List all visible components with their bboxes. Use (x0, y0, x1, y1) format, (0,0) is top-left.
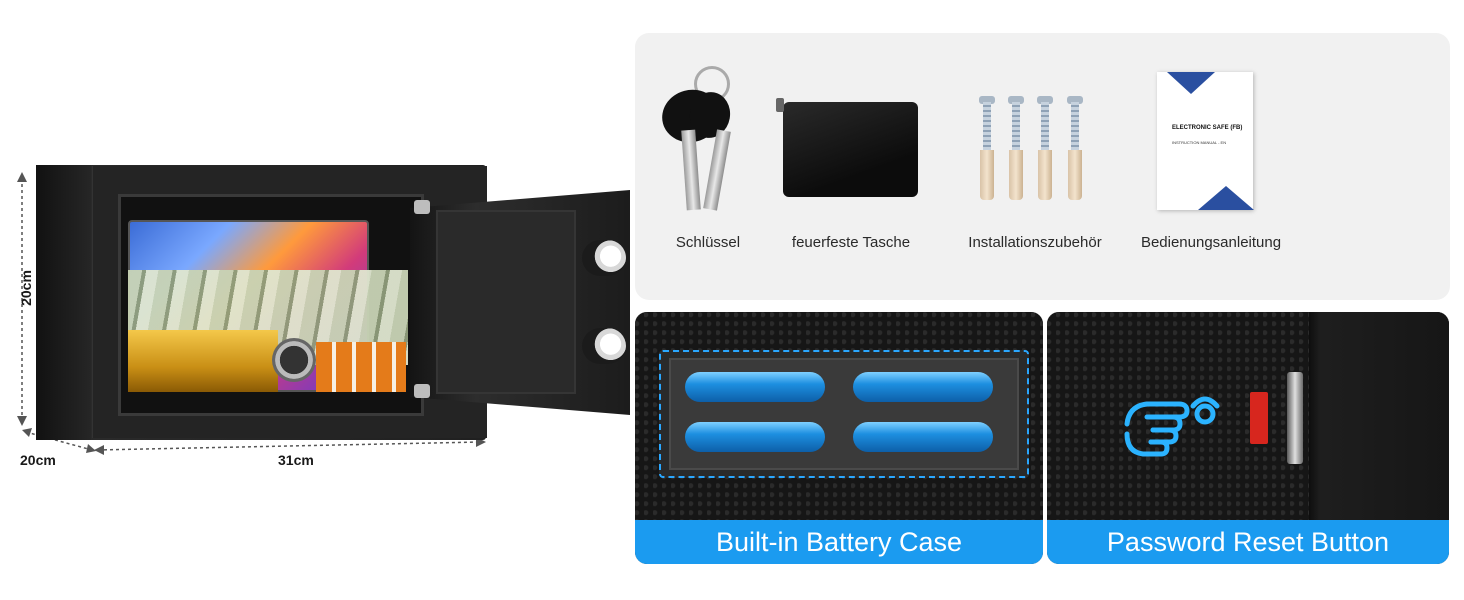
battery-tray (669, 358, 1019, 470)
battery-icon (685, 372, 825, 402)
password-reset-card: Password Reset Button (1047, 312, 1449, 564)
bolt-knob-bottom-icon (582, 328, 626, 364)
manual-cover-title: ELECTRONIC SAFE (FB) (1172, 125, 1243, 131)
battery-icon (853, 422, 993, 452)
safe-door-inner-panel (436, 210, 576, 394)
accessory-label-manual: Bedienungsanleitung (1140, 234, 1282, 251)
lock-bolt (1287, 372, 1303, 464)
password-reset-caption: Password Reset Button (1047, 520, 1449, 564)
gold-bars-image (128, 330, 278, 392)
door-hinge-top (414, 200, 430, 214)
battery-icon (853, 372, 993, 402)
dimension-arrows (17, 172, 486, 455)
bolt-knob-top-icon (582, 240, 626, 276)
safe-side-panel (36, 165, 91, 440)
width-dimension: 31cm (278, 452, 314, 468)
accessory-label-pouch: feuerfeste Tasche (791, 234, 911, 251)
battery-case-card: Built-in Battery Case (635, 312, 1043, 564)
medicine-bottles-image (316, 342, 406, 392)
height-dimension: 20cm (18, 270, 34, 306)
battery-icon (685, 422, 825, 452)
door-edge (1309, 312, 1449, 520)
accessory-label-installation-kit: Installationszubehör (968, 234, 1102, 251)
door-hinge-bottom (414, 384, 430, 398)
depth-dimension: 20cm (20, 452, 56, 468)
manual-cover-subtitle: INSTRUCTION MANUAL - EN (1172, 140, 1227, 145)
battery-case-caption: Built-in Battery Case (635, 520, 1043, 564)
password-reset-button-icon (1250, 392, 1268, 444)
pointing-hand-icon (1124, 396, 1220, 457)
accessory-label-keys: Schlüssel (675, 234, 741, 251)
watch-image (272, 338, 316, 382)
battery-case-outline (659, 350, 1029, 478)
